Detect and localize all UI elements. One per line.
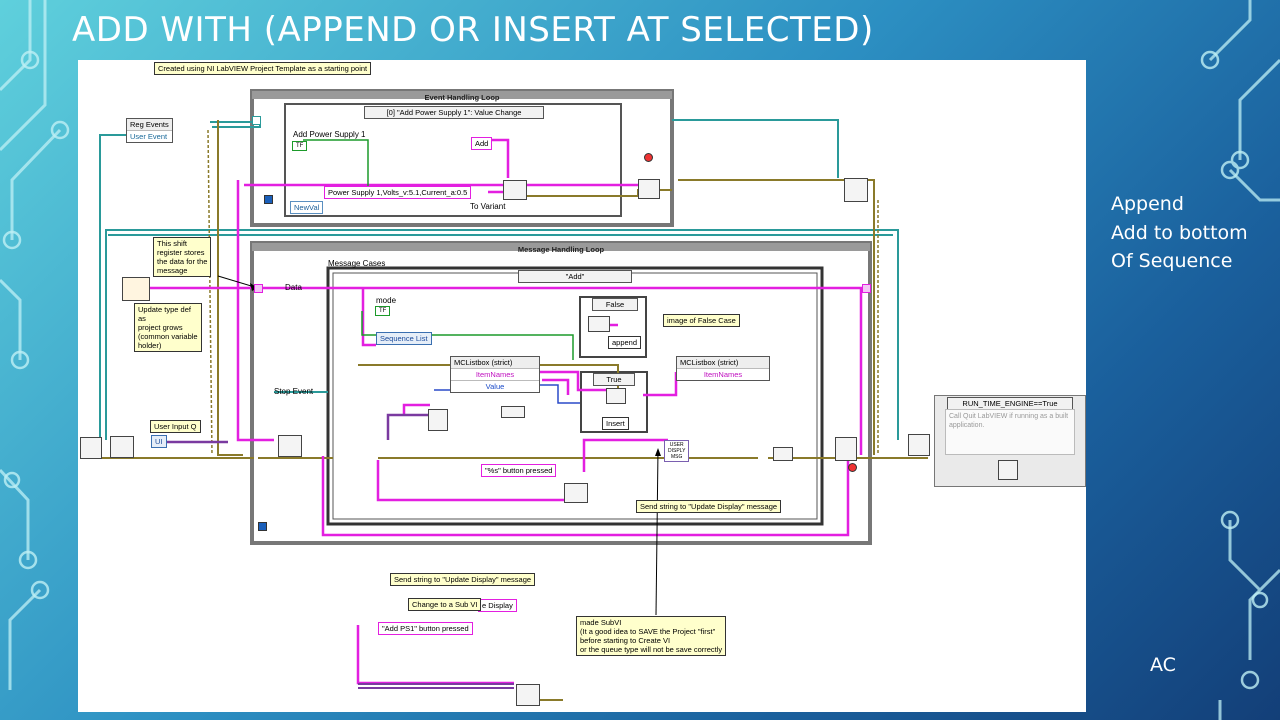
unbundle-node[interactable] xyxy=(773,447,793,461)
change-subvi-note: Change to a Sub VI xyxy=(408,598,482,611)
stop-event-label: Stop Event xyxy=(274,387,314,396)
append-label: append xyxy=(608,336,642,349)
bundle-node[interactable] xyxy=(503,180,527,200)
user-display-msg-subvi[interactable]: USER DISPLY MSG xyxy=(664,440,690,462)
add-string-constant[interactable]: Add xyxy=(471,137,493,150)
update-display-fragment: e Display xyxy=(478,599,517,612)
mclistbox-2-label: MCListbox (strict) xyxy=(677,357,769,368)
user-input-q-note: User Input Q xyxy=(150,420,201,433)
event-case-selector[interactable]: [0] "Add Power Supply 1": Value Change xyxy=(364,106,544,119)
rte-comment: Call Quit LabVIEW if running as a built … xyxy=(945,409,1075,455)
format-into-string-node[interactable] xyxy=(564,483,588,503)
shift-note-line: register stores xyxy=(157,248,205,257)
add-ps1-string[interactable]: "Add PS1" button pressed xyxy=(378,622,473,635)
mode-label: mode xyxy=(376,296,397,305)
insert-into-array-node[interactable] xyxy=(606,388,626,404)
message-case-selector[interactable]: "Add" xyxy=(518,270,632,283)
user-display-msg-line: DISPLY xyxy=(668,448,686,454)
newval-terminal[interactable]: NewVal xyxy=(290,201,324,214)
mclistbox-1-label: MCListbox (strict) xyxy=(451,357,539,368)
data-label: Data xyxy=(285,283,302,292)
mclistbox-property-node-1[interactable]: MCListbox (strict) ItemNames Value xyxy=(450,356,540,393)
false-case-selector[interactable]: False xyxy=(592,298,638,311)
shift-note-line: message xyxy=(157,266,188,275)
tf-terminal[interactable]: TF xyxy=(292,141,308,151)
to-variant-label: To Variant xyxy=(470,202,506,211)
message-loop-title: Message Handling Loop xyxy=(517,245,605,254)
add-power-supply-label: Add Power Supply 1 xyxy=(293,130,366,139)
user-display-msg-line: USER xyxy=(669,442,684,448)
numeric-constant[interactable] xyxy=(501,406,525,418)
sequence-list-ref[interactable]: Sequence List xyxy=(376,332,432,345)
side-note: Append Add to bottom Of Sequence xyxy=(1111,190,1248,276)
reg-events-node[interactable]: Reg Events User Event xyxy=(126,118,173,143)
event-loop-tunnel xyxy=(252,116,261,125)
side-note-line: Of Sequence xyxy=(1111,250,1233,272)
button-pressed-string[interactable]: "%s" button pressed xyxy=(481,464,557,477)
update-note-line: Update type def xyxy=(138,305,191,314)
dequeue-node[interactable] xyxy=(278,435,302,457)
message-stop-terminal[interactable] xyxy=(848,463,857,472)
author-initials: AC xyxy=(1150,654,1176,676)
true-case-selector[interactable]: True xyxy=(593,373,635,386)
message-iteration-terminal xyxy=(258,522,267,531)
template-note: Created using NI LabVIEW Project Templat… xyxy=(154,62,372,75)
labview-block-diagram: Created using NI LabVIEW Project Templat… xyxy=(78,60,1086,712)
message-cases-label: Message Cases xyxy=(328,259,386,268)
init-queue-node[interactable] xyxy=(110,436,134,458)
value-1-property: Value xyxy=(451,380,539,392)
itemnames-1-property: ItemNames xyxy=(451,368,539,380)
diagram-wires xyxy=(99,89,928,701)
release-queue-node[interactable] xyxy=(844,178,868,202)
stop-terminal[interactable] xyxy=(644,153,653,162)
update-typedef-note: Update type def as project grows (common… xyxy=(134,303,202,352)
user-display-msg-line: MSG xyxy=(671,454,683,460)
mclistbox-property-node-2[interactable]: MCListbox (strict) ItemNames xyxy=(676,356,770,381)
slide-title: ADD WITH (APPEND OR INSERT AT SELECTED) xyxy=(72,10,874,50)
side-note-line: Add to bottom xyxy=(1111,221,1248,244)
made-subvi-line: before starting to Create VI xyxy=(580,636,671,645)
mode-terminal[interactable]: TF xyxy=(375,306,391,316)
shift-register-note: This shift register stores the data for … xyxy=(153,237,212,277)
insert-label: Insert xyxy=(602,417,629,430)
shift-note-line: This shift xyxy=(157,239,188,248)
update-note-line: holder) xyxy=(138,341,162,350)
event-loop-title: Event Handling Loop xyxy=(424,93,500,102)
iteration-terminal xyxy=(264,195,273,204)
reg-events-label: Reg Events xyxy=(127,119,172,130)
ui-terminal[interactable]: UI xyxy=(151,435,167,448)
listbox-ref-node[interactable] xyxy=(428,409,448,431)
image-false-note: image of False Case xyxy=(663,314,740,327)
data-shift-register-right xyxy=(862,284,871,293)
send-update-note-1: Send string to "Update Display" message xyxy=(636,500,782,513)
quit-labview-node[interactable] xyxy=(998,460,1018,480)
power-supply-string-constant[interactable]: Power Supply 1,Volts_v:5.1,Current_a:0.5 xyxy=(324,186,472,199)
itemnames-2-property: ItemNames xyxy=(677,368,769,380)
made-subvi-line: (It a good idea to SAVE the Project "fir… xyxy=(580,627,716,636)
array-subset-false[interactable] xyxy=(588,316,610,332)
typedef-constant[interactable] xyxy=(122,277,150,301)
send-update-note-2: Send string to "Update Display" message xyxy=(390,573,536,586)
update-note-line: (common variable xyxy=(138,332,198,341)
update-note-line: project grows xyxy=(138,323,183,332)
user-event-label: User Event xyxy=(127,130,172,142)
side-note-line: Append xyxy=(1111,193,1184,215)
run-time-engine-case[interactable]: RUN_TIME_ENGINE==True Call Quit LabVIEW … xyxy=(934,395,1086,487)
quit-merge-node[interactable] xyxy=(908,434,930,456)
update-note-line: as xyxy=(138,314,146,323)
made-subvi-note: made SubVI (It a good idea to SAVE the P… xyxy=(576,616,727,656)
error-check-node[interactable] xyxy=(835,437,857,461)
error-cluster-init[interactable] xyxy=(80,437,102,459)
made-subvi-line: made SubVI xyxy=(580,618,622,627)
made-subvi-line: or the queue type will not be save corre… xyxy=(580,645,723,654)
bottom-subvi-node[interactable] xyxy=(516,684,540,706)
data-shift-register-left xyxy=(254,284,263,293)
enqueue-node[interactable] xyxy=(638,179,660,199)
shift-note-line: the data for the xyxy=(157,257,208,266)
